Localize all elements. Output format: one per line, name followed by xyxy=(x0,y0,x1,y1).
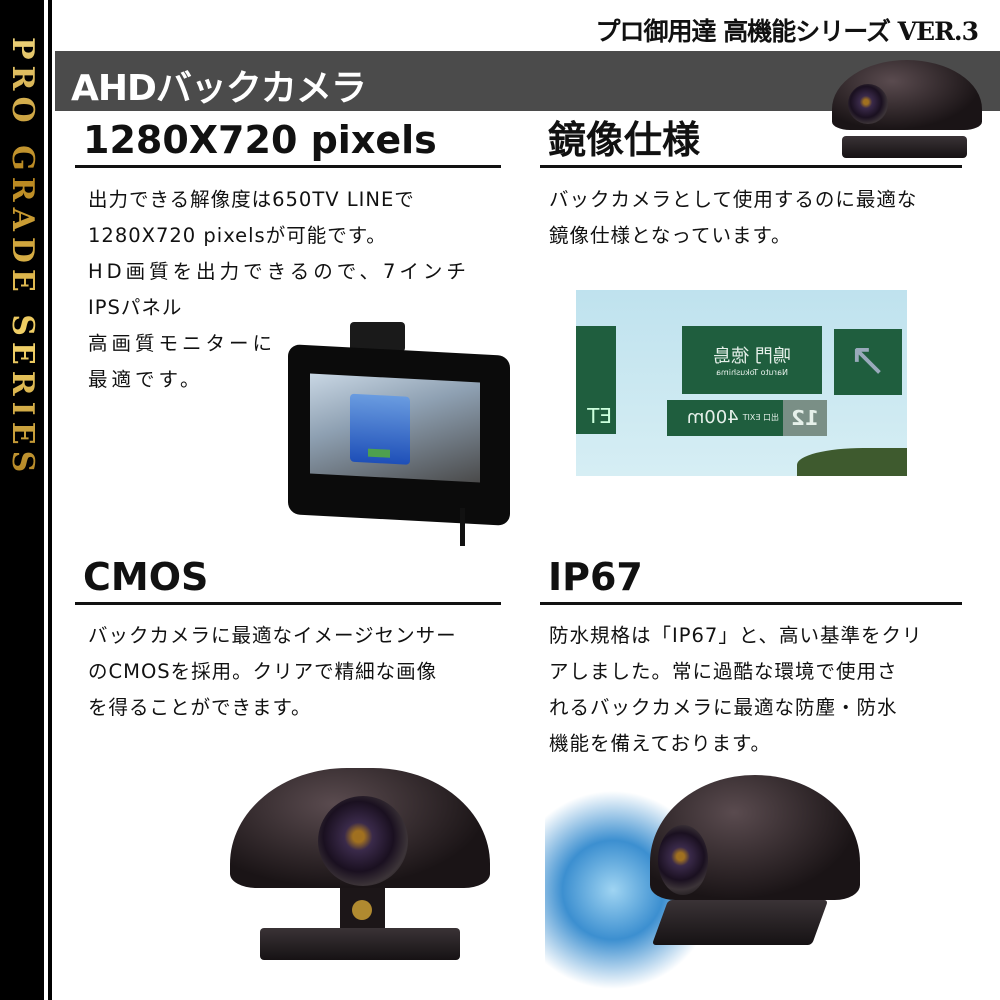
sidebar-text: PRO GRADE SERIES xyxy=(0,8,44,508)
sidebar-strip: PRO GRADE SERIES xyxy=(0,0,44,1000)
title-banner: AHDバックカメラ xyxy=(55,51,1000,111)
text-line: 出力できる解像度は650TV LINEで xyxy=(88,188,415,211)
section-heading-ip67: IP67 xyxy=(540,552,962,605)
text-line: 防水規格は「IP67」と、高い基準をクリ xyxy=(549,624,923,647)
mirrored-road-sign-image: ET 鳴門 徳島 Naruto Tokushima ↗ 12 出口 EXIT 4… xyxy=(576,290,907,476)
text-line: バックカメラとして使用するのに最適な xyxy=(549,188,918,211)
camera-side-image xyxy=(640,775,870,955)
text-line: れるバックカメラに最適な防塵・防水 xyxy=(549,696,898,719)
sign-text: 12 xyxy=(783,400,827,436)
sign-text: 400m xyxy=(686,407,739,428)
sign-text: Naruto Tokushima xyxy=(716,368,788,377)
section-text-ip67: 防水規格は「IP67」と、高い基準をクリ アしました。常に過酷な環境で使用さ れ… xyxy=(549,618,923,762)
section-heading-mirror: 鏡像仕様 xyxy=(540,115,962,168)
tagline: プロ御用達 高機能シリーズ VER.3 xyxy=(595,17,979,46)
text-line: 鏡像仕様となっています。 xyxy=(549,224,792,247)
sign-text: 出口 EXIT xyxy=(742,413,779,422)
text-line: 高画質モニターに xyxy=(88,332,277,355)
text-line: アしました。常に過酷な環境で使用さ xyxy=(549,660,898,683)
section-heading-cmos: CMOS xyxy=(75,552,501,605)
sign-text: 鳴門 徳島 xyxy=(713,346,791,367)
text-line: バックカメラに最適なイメージセンサー xyxy=(88,624,457,647)
text-line: のCMOSを採用。クリアで精細な画像 xyxy=(88,660,438,683)
camera-thumbnail-image xyxy=(828,56,993,161)
section-text-resolution: 出力できる解像度は650TV LINEで 1280X720 pixelsが可能で… xyxy=(88,182,470,398)
section-heading-resolution: 1280X720 pixels xyxy=(75,115,501,168)
sign-text: ET xyxy=(587,404,612,428)
text-line: HD画質を出力できるので、7インチ xyxy=(88,260,470,283)
section-text-cmos: バックカメラに最適なイメージセンサー のCMOSを採用。クリアで精細な画像 を得… xyxy=(88,618,457,726)
text-line: IPSパネル xyxy=(88,296,183,319)
text-line: 最適です。 xyxy=(88,368,204,391)
text-line: 1280X720 pixelsが可能です。 xyxy=(88,224,387,247)
monitor-image xyxy=(285,318,520,548)
text-line: を得ることができます。 xyxy=(88,696,312,719)
section-text-mirror: バックカメラとして使用するのに最適な 鏡像仕様となっています。 xyxy=(549,182,917,254)
tree-foliage xyxy=(797,448,907,476)
camera-front-image xyxy=(230,768,490,968)
text-line: 機能を備えております。 xyxy=(549,732,771,755)
sidebar-divider xyxy=(48,0,52,1000)
page-title: AHDバックカメラ xyxy=(71,68,367,109)
